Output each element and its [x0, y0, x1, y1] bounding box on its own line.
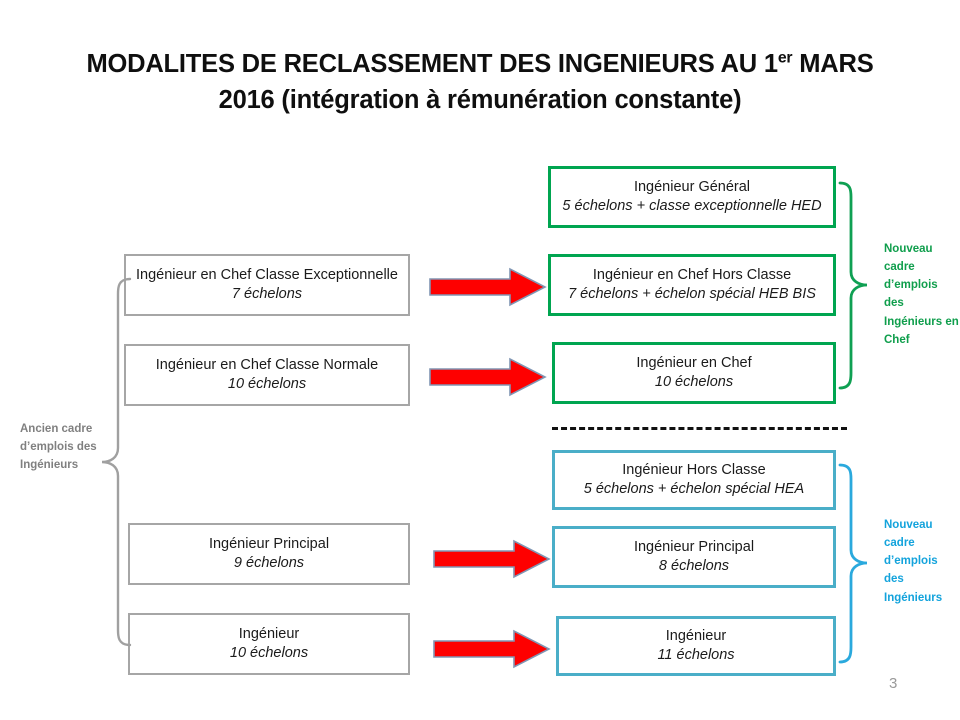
brace-old-frame: [101, 277, 132, 647]
new-node-ingenieur-general: Ingénieur Général 5 échelons + classe ex…: [548, 166, 836, 228]
node-title: Ingénieur: [238, 626, 300, 643]
brace-new-frame-chef: [838, 181, 868, 390]
page-title: MODALITES DE RECLASSEMENT DES INGENIEURS…: [60, 46, 900, 118]
new-node-ingenieur-en-chef: Ingénieur en Chef 10 échelons: [552, 342, 836, 404]
arrow-chef-normale: [429, 357, 547, 397]
page-title-line1-pre: MODALITES DE RECLASSEMENT DES INGENIEURS…: [86, 50, 778, 78]
node-detail: 7 échelons + échelon spécial HEB BIS: [568, 286, 816, 302]
new-node-ingenieur: Ingénieur 11 échelons: [556, 616, 836, 676]
page-title-ordinal-suffix: er: [777, 49, 793, 67]
label-nouveau-cadre-emplois-ingenieurs: Nouveau cadre d’emplois des Ingénieurs: [884, 519, 943, 604]
node-detail: 11 échelons: [657, 647, 735, 663]
new-node-ingenieur-hors-classe: Ingénieur Hors Classe 5 échelons + échel…: [552, 450, 836, 510]
node-detail: 10 échelons: [229, 645, 309, 661]
node-title: Ingénieur en Chef Classe Exceptionnelle: [136, 267, 398, 284]
old-node-ingenieur-en-chef-classe-exceptionnelle: Ingénieur en Chef Classe Exceptionnelle …: [124, 254, 410, 316]
arrow-chef-exceptionnelle: [429, 267, 547, 307]
node-title: Ingénieur Principal: [633, 539, 755, 556]
node-title: Ingénieur en Chef Classe Normale: [155, 357, 379, 374]
node-title: Ingénieur Hors Classe: [622, 462, 766, 479]
old-node-ingenieur: Ingénieur 10 échelons: [128, 613, 410, 675]
node-title: Ingénieur Général: [633, 179, 751, 196]
node-detail: 5 échelons + échelon spécial HEA: [583, 481, 805, 497]
node-detail: 8 échelons: [658, 558, 730, 574]
node-title: Ingénieur Principal: [208, 536, 330, 553]
brace-new-frame-ing: [838, 463, 868, 664]
node-detail: 7 échelons: [231, 286, 303, 302]
arrow-ingenieur: [433, 629, 551, 669]
node-title: Ingénieur: [665, 628, 727, 645]
page-title-line1-post: MARS: [792, 50, 874, 78]
old-node-ingenieur-en-chef-classe-normale: Ingénieur en Chef Classe Normale 10 éche…: [124, 344, 410, 406]
label-nouveau-cadre-emplois-ingenieurs-en-chef: Nouveau cadre d’emplois des Ingénieurs e…: [884, 243, 959, 346]
node-detail: 5 échelons + classe exceptionnelle HED: [562, 198, 822, 214]
section-divider: [552, 427, 847, 430]
node-detail: 9 échelons: [233, 555, 305, 571]
page-number: 3: [889, 675, 898, 692]
label-ancien-cadre-emplois: Ancien cadre d’emplois des Ingénieurs: [20, 423, 97, 472]
node-detail: 10 échelons: [227, 376, 307, 392]
old-node-ingenieur-principal: Ingénieur Principal 9 échelons: [128, 523, 410, 585]
node-title: Ingénieur en Chef Hors Classe: [592, 267, 792, 284]
arrow-principal: [433, 539, 551, 579]
node-detail: 10 échelons: [654, 374, 734, 390]
page-title-line2: 2016 (intégration à rémunération constan…: [218, 86, 742, 115]
node-title: Ingénieur en Chef: [636, 355, 752, 372]
new-node-ingenieur-en-chef-hors-classe: Ingénieur en Chef Hors Classe 7 échelons…: [548, 254, 836, 316]
new-node-ingenieur-principal: Ingénieur Principal 8 échelons: [552, 526, 836, 588]
